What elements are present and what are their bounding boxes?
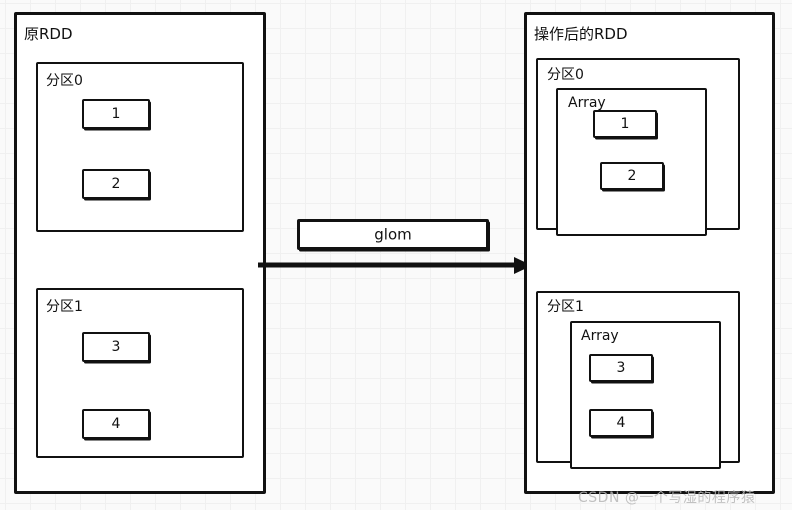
source-value-label: 3 bbox=[111, 339, 121, 355]
result-value-box: 4 bbox=[589, 409, 653, 437]
rdd-result-title: 操作后的RDD bbox=[534, 25, 628, 43]
source-value-label: 2 bbox=[111, 176, 121, 192]
source-partition-0-box bbox=[36, 62, 244, 232]
result-value-box: 2 bbox=[600, 162, 664, 190]
source-value-box: 1 bbox=[82, 99, 150, 129]
result-value-label: 3 bbox=[616, 360, 626, 376]
result-array-box bbox=[570, 321, 721, 469]
result-value-box: 1 bbox=[593, 110, 657, 138]
source-value-box: 2 bbox=[82, 169, 150, 199]
result-value-box: 3 bbox=[589, 354, 653, 382]
result-array-label: Array bbox=[568, 95, 606, 111]
source-value-box: 4 bbox=[82, 409, 150, 439]
transform-arrow bbox=[258, 257, 532, 274]
source-partition-0-label: 分区0 bbox=[46, 73, 83, 89]
result-value-label: 1 bbox=[620, 116, 630, 132]
result-value-label: 4 bbox=[616, 415, 626, 431]
result-partition-1-label: 分区1 bbox=[547, 299, 584, 315]
glom-operation-box: glom bbox=[297, 219, 489, 250]
result-array-label: Array bbox=[581, 328, 619, 344]
rdd-source-title: 原RDD bbox=[24, 25, 73, 43]
source-value-label: 1 bbox=[111, 106, 121, 122]
source-partition-1-box bbox=[36, 288, 244, 458]
result-partition-0-label: 分区0 bbox=[547, 67, 584, 83]
source-partition-1-label: 分区1 bbox=[46, 299, 83, 315]
source-value-box: 3 bbox=[82, 332, 150, 362]
glom-operation-label: glom bbox=[374, 225, 412, 243]
result-value-label: 2 bbox=[627, 168, 637, 184]
source-value-label: 4 bbox=[111, 416, 121, 432]
watermark-text: CSDN @一个写湿的程序猿 bbox=[578, 490, 756, 506]
